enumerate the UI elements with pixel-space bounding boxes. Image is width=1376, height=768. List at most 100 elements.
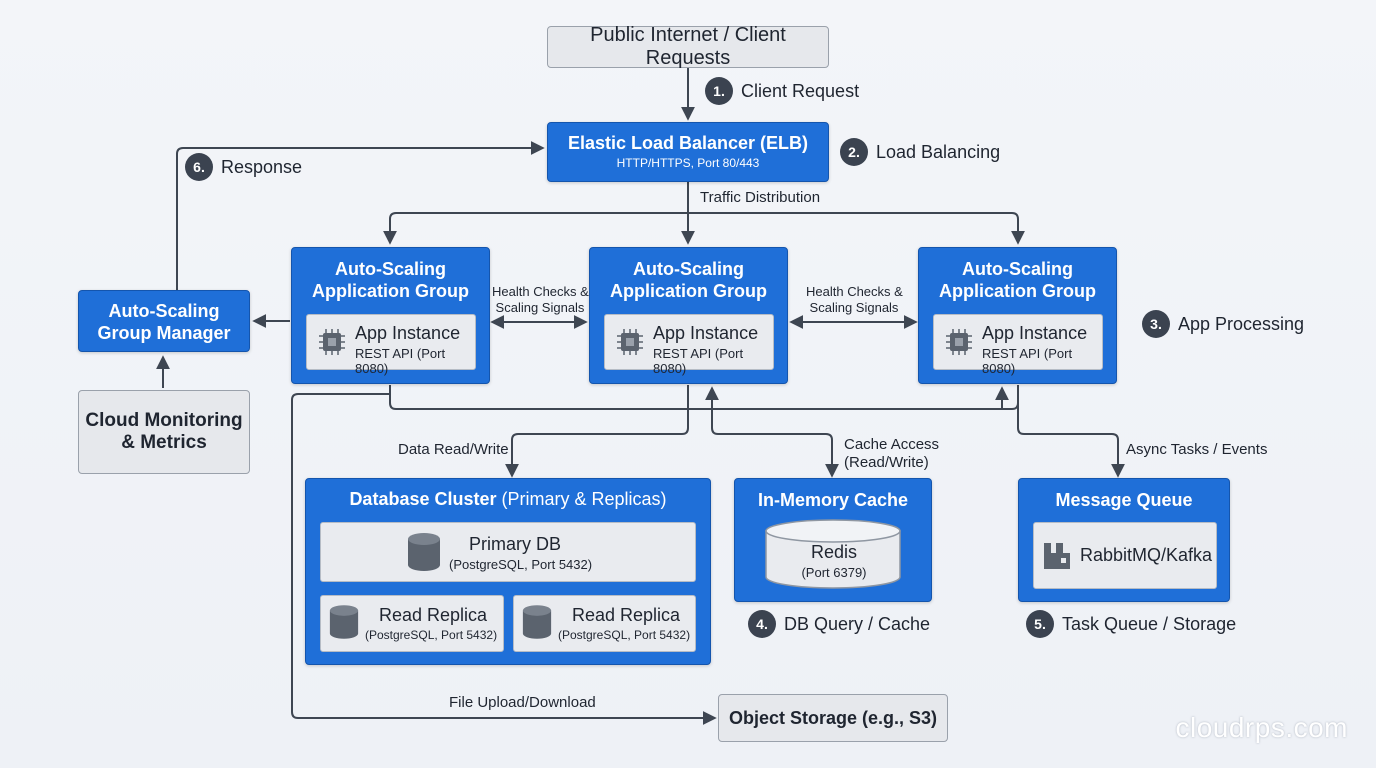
- app-group-1-line2: Application Group: [312, 281, 469, 301]
- app-instance-2-title: App Instance: [653, 323, 759, 343]
- primary-db-title: Primary DB: [469, 534, 562, 554]
- database-cylinder-icon: [522, 605, 552, 639]
- read-replica-1-sub: (PostgreSQL, Port 5432): [365, 628, 498, 642]
- app-group-3: Auto-Scaling Application Group App Insta…: [918, 247, 1117, 384]
- cpu-chip-icon: [946, 329, 972, 355]
- app-group-2: Auto-Scaling Application Group App Insta…: [589, 247, 788, 384]
- app-instance-1-title: App Instance: [355, 323, 461, 343]
- async-tasks-label: Async Tasks / Events: [1126, 441, 1268, 458]
- edge-app-to-db: [505, 385, 689, 478]
- app-instance-3: App Instance REST API (Port 8080): [933, 314, 1103, 376]
- app-instance-2-sub: REST API (Port 8080): [653, 346, 744, 376]
- app-group-3-line1: Auto-Scaling: [962, 259, 1073, 279]
- message-queue-box: Message Queue RabbitMQ/Kafka: [1018, 478, 1230, 602]
- step-2-load-balancing: 2. Load Balancing: [840, 138, 1000, 166]
- step-3-badge: 3.: [1142, 310, 1170, 338]
- step-5-task-queue-storage: 5. Task Queue / Storage: [1026, 610, 1236, 638]
- step-6-response: 6. Response: [185, 153, 302, 181]
- step-6-label: Response: [221, 156, 303, 177]
- step-3-label: App Processing: [1178, 313, 1305, 334]
- edge-elb-to-app-group-3: [688, 212, 1025, 245]
- object-storage-label: Object Storage (e.g., S3): [728, 707, 938, 728]
- rabbitmq-kafka-panel: RabbitMQ/Kafka: [1033, 522, 1217, 589]
- app-instance-3-sub: REST API (Port 8080): [982, 346, 1073, 376]
- traffic-distribution-label: Traffic Distribution: [700, 189, 821, 206]
- step-1-client-request: 1. Client Request: [705, 77, 859, 105]
- step-1-label: Client Request: [741, 80, 860, 101]
- watermark-text: cloudrps.com: [1175, 712, 1348, 743]
- primary-db: Primary DB (PostgreSQL, Port 5432): [320, 522, 696, 582]
- primary-db-sub: (PostgreSQL, Port 5432): [449, 557, 593, 572]
- app-group-1-line1: Auto-Scaling: [335, 259, 446, 279]
- redis-cylinder-icon: [765, 519, 901, 589]
- database-cluster-box: Database Cluster (Primary & Replicas) Pr…: [305, 478, 711, 665]
- cache-access-line2: (Read/Write): [844, 454, 929, 471]
- step-2-label: Load Balancing: [876, 141, 1001, 162]
- app-instance-1: App Instance REST API (Port 8080): [306, 314, 476, 376]
- edge-elb-to-app-group-1: [383, 182, 689, 245]
- edge-app-to-object-storage: [291, 393, 717, 725]
- edge-response-to-elb: [176, 141, 545, 290]
- health-checks-right-line1: Health Checks &: [806, 284, 903, 299]
- data-read-write-label: Data Read/Write: [398, 441, 509, 458]
- asg-manager-line2: Group Manager: [97, 323, 231, 343]
- elb-title: Elastic Load Balancer (ELB): [567, 133, 809, 153]
- public-internet-box: Public Internet / Client Requests: [547, 24, 829, 69]
- rabbitmq-kafka-label: RabbitMQ/Kafka: [1080, 545, 1213, 565]
- file-upload-label: File Upload/Download: [449, 694, 596, 711]
- rabbitmq-icon: [1044, 543, 1070, 569]
- read-replica-2: Read Replica (PostgreSQL, Port 5432): [513, 595, 696, 652]
- asg-manager-box: Auto-Scaling Group Manager: [78, 290, 250, 352]
- database-cluster-title-main: Database Cluster: [349, 489, 497, 509]
- step-4-label: DB Query / Cache: [784, 613, 931, 634]
- object-storage-box: Object Storage (e.g., S3): [718, 694, 948, 742]
- cloud-monitoring-box: Cloud Monitoring & Metrics: [78, 390, 250, 474]
- database-cluster-title-suffix: (Primary & Replicas): [501, 489, 667, 509]
- public-internet-label: Public Internet / Client Requests: [590, 24, 786, 69]
- redis-sub: (Port 6379): [801, 565, 867, 580]
- health-checks-left-line1: Health Checks &: [492, 284, 589, 299]
- cpu-chip-icon: [617, 329, 643, 355]
- app-instance-1-sub: REST API (Port 8080): [355, 346, 446, 376]
- step-6-badge: 6.: [185, 153, 213, 181]
- message-queue-title: Message Queue: [1055, 490, 1193, 510]
- read-replica-2-title: Read Replica: [572, 605, 681, 625]
- cloud-monitoring-line2: & Metrics: [121, 432, 207, 453]
- in-memory-cache-box: In-Memory Cache Redis (Port 6379): [734, 478, 932, 602]
- edge-apps-bus: [389, 385, 1019, 410]
- app-group-3-line2: Application Group: [939, 281, 1096, 301]
- read-replica-1-title: Read Replica: [379, 605, 488, 625]
- app-group-2-line2: Application Group: [610, 281, 767, 301]
- health-checks-label-left: Health Checks & Scaling Signals: [492, 284, 589, 316]
- database-cylinder-icon: [408, 533, 440, 571]
- edge-app-to-queue: [1017, 385, 1125, 478]
- step-4-db-query-cache: 4. DB Query / Cache: [748, 610, 930, 638]
- database-cylinder-icon: [329, 605, 359, 639]
- app-instance-2: App Instance REST API (Port 8080): [604, 314, 774, 376]
- step-5-badge: 5.: [1026, 610, 1054, 638]
- in-memory-cache-title: In-Memory Cache: [757, 490, 909, 510]
- step-2-badge: 2.: [840, 138, 868, 166]
- cloud-monitoring-line1: Cloud Monitoring: [85, 410, 243, 431]
- database-cluster-title: Database Cluster (Primary & Replicas): [306, 489, 710, 510]
- read-replica-2-sub: (PostgreSQL, Port 5432): [558, 628, 691, 642]
- redis-title: Redis: [810, 542, 858, 562]
- cache-access-line1: Cache Access: [844, 436, 940, 453]
- read-replica-1: Read Replica (PostgreSQL, Port 5432): [320, 595, 504, 652]
- elb-subtitle: HTTP/HTTPS, Port 80/443: [616, 156, 760, 170]
- step-5-label: Task Queue / Storage: [1062, 613, 1237, 634]
- elb-box: Elastic Load Balancer (ELB) HTTP/HTTPS, …: [547, 122, 829, 182]
- health-checks-label-right: Health Checks & Scaling Signals: [806, 284, 903, 316]
- app-group-2-line1: Auto-Scaling: [633, 259, 744, 279]
- health-checks-right-line2: Scaling Signals: [809, 300, 899, 315]
- health-checks-left-line2: Scaling Signals: [495, 300, 585, 315]
- edge-app-to-cache: [711, 409, 839, 478]
- step-3-app-processing: 3. App Processing: [1142, 310, 1304, 338]
- cpu-chip-icon: [319, 329, 345, 355]
- step-4-badge: 4.: [748, 610, 776, 638]
- app-instance-3-title: App Instance: [982, 323, 1088, 343]
- app-group-1: Auto-Scaling Application Group App Insta…: [291, 247, 490, 384]
- step-1-badge: 1.: [705, 77, 733, 105]
- asg-manager-line1: Auto-Scaling: [108, 301, 220, 321]
